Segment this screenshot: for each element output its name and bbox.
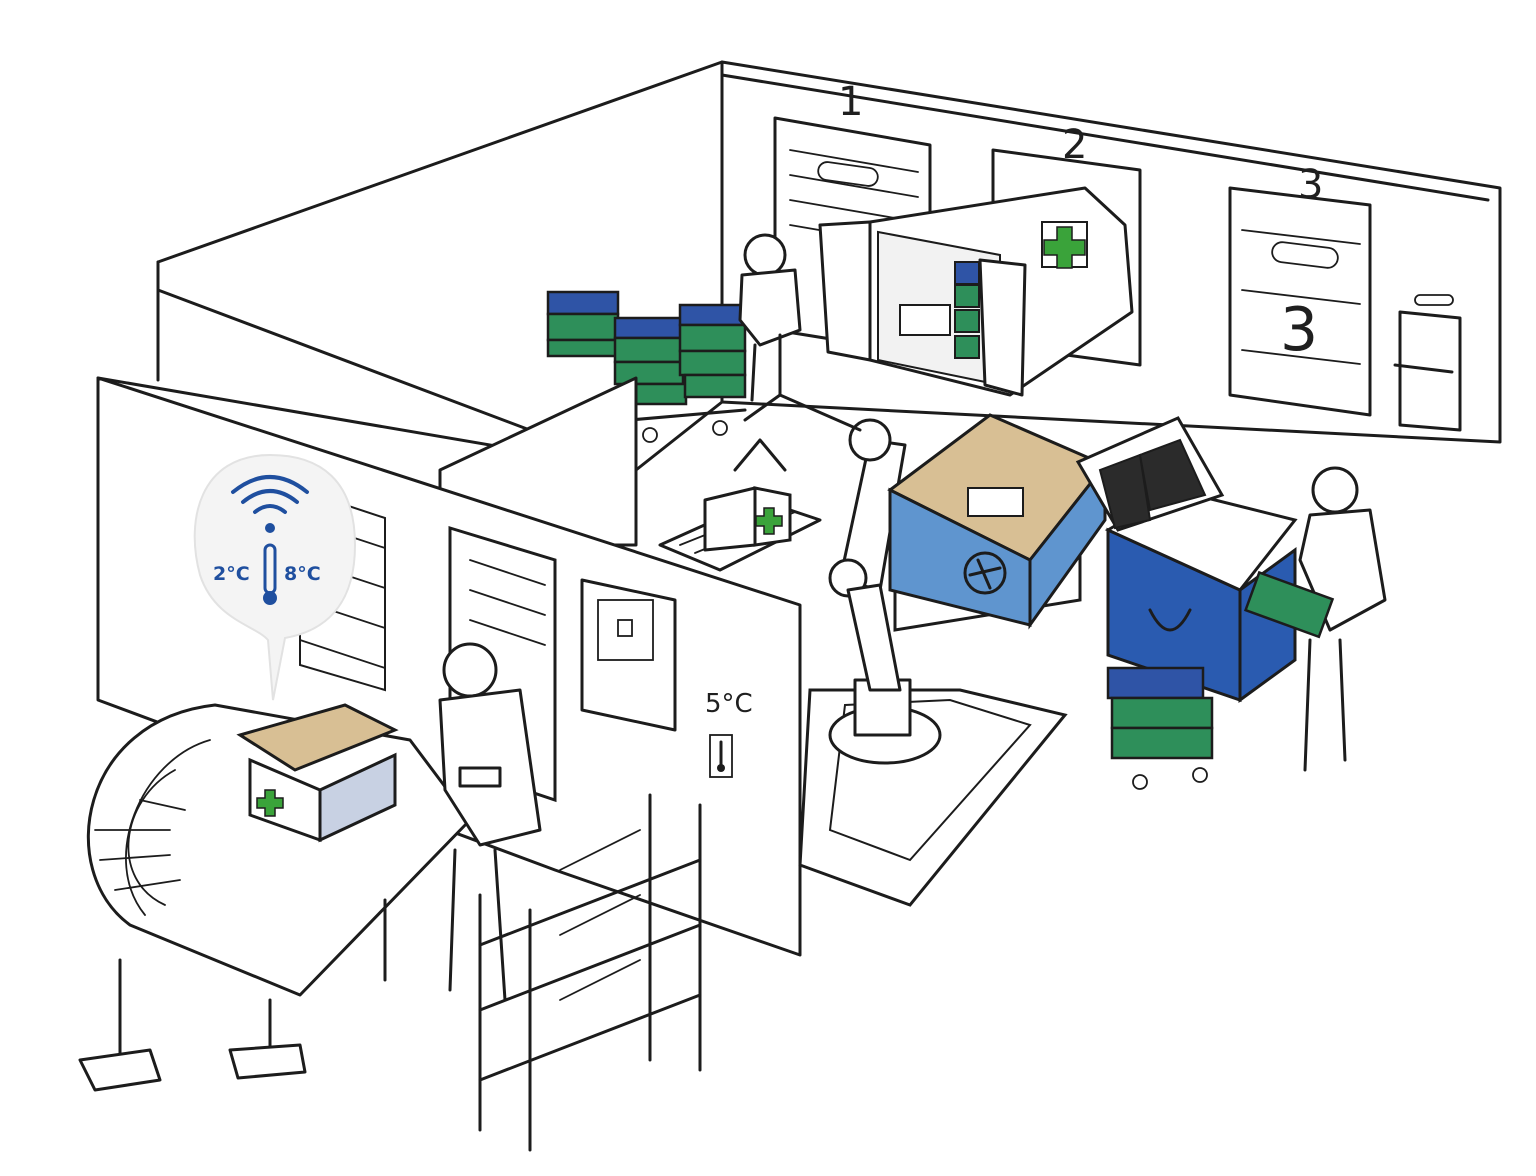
pharmacy-van (818, 186, 1134, 397)
min-temperature: 2°C (213, 563, 250, 585)
dock-door-number-3: 3 (1280, 295, 1318, 365)
emergency-exit-door (1393, 294, 1462, 432)
dock-number-1: 1 (838, 79, 863, 125)
gripped-tote (703, 438, 792, 552)
barcode-scanner-icon (458, 766, 502, 788)
thermometer-icon (709, 734, 733, 778)
crate-trolley-back (546, 290, 747, 443)
robot-arm (743, 393, 1068, 907)
airplane-logo-icon (963, 551, 1007, 595)
cold-room-temperature: 5°C (705, 689, 753, 719)
front-rack (478, 793, 702, 1152)
pharmacy-cross-icon (1041, 221, 1088, 269)
crate-trolley-right (1106, 666, 1214, 790)
temperature-sensor-bubble: 2°C 8°C (193, 453, 357, 701)
crate-stack (546, 290, 747, 406)
dock-door-3: 3 3 (1228, 162, 1372, 417)
cooling-unit (580, 578, 677, 732)
worker-loading-van (738, 233, 802, 402)
parcel-box (236, 703, 399, 843)
worker-with-crate (1243, 466, 1387, 772)
dock-number-3: 3 (1298, 162, 1323, 208)
dock-number-2: 2 (1062, 122, 1087, 168)
insulated-transport-bag (1075, 416, 1298, 703)
curved-conveyor (78, 703, 472, 1092)
pallet-box (887, 413, 1108, 632)
max-temperature: 8°C (284, 563, 321, 585)
wifi-signal-icon (231, 475, 309, 533)
bubble-thermometer-icon (263, 543, 277, 605)
worker-scanning (438, 642, 542, 1002)
back-wall-left (156, 60, 724, 472)
